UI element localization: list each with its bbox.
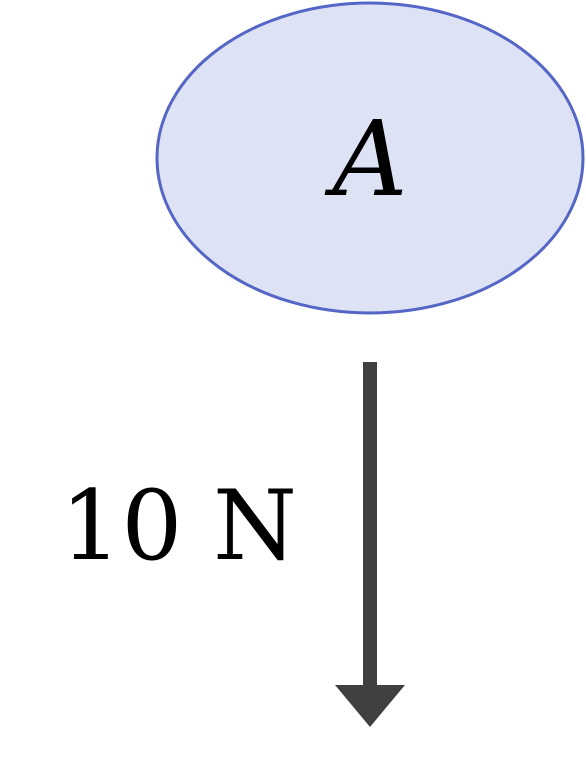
body-a-ellipse — [155, 1, 585, 315]
body-a-label: A — [324, 98, 407, 220]
force-magnitude-label: 10 N — [60, 470, 297, 582]
force-arrow-head — [335, 685, 405, 727]
force-arrow — [335, 362, 405, 727]
